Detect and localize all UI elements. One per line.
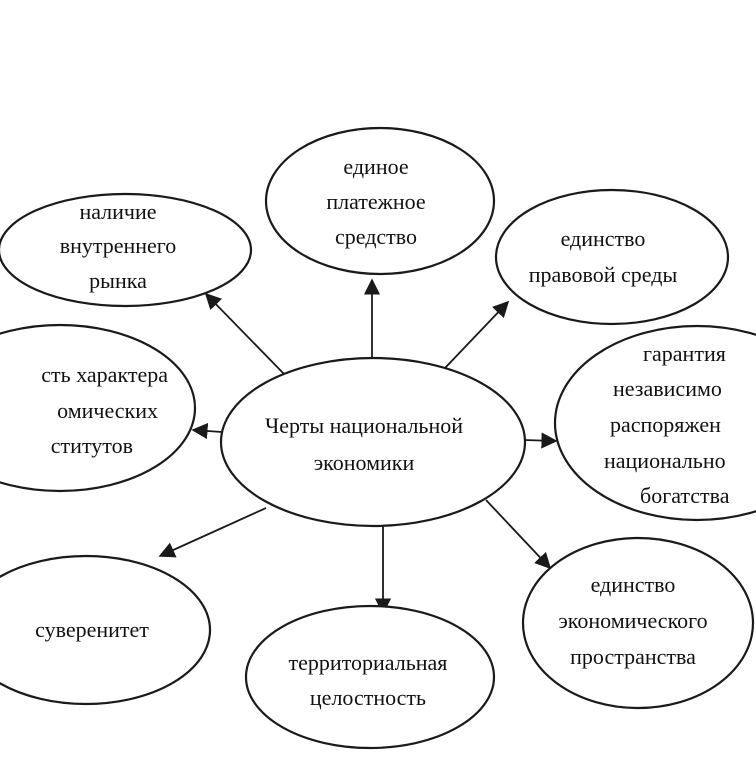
node-territory-line-1: территориальная [289,650,448,675]
node-economic-space-shape [521,536,755,710]
node-institutions-line-3: ститутов [51,433,133,458]
node-guarantee-line-2: независимо [613,376,722,401]
node-economic-space-line-2: экономического [558,608,707,633]
node-sovereignty-line-1: суверенитет [35,617,149,642]
node-institutions-shape [0,323,197,493]
node-economic-space-line-3: пространства [570,644,696,669]
node-market-line-2: внутреннего [60,233,177,258]
node-institutions: сть характера омических ститутов [0,323,197,493]
node-payment: единое платежное средство [264,126,496,276]
arrow-to-legal [444,300,510,369]
node-institutions-line-1: сть характера [41,362,168,387]
arrows [158,278,558,615]
node-payment-shape [264,126,496,276]
node-legal-line-1: единство [561,226,646,251]
node-guarantee-line-3: распоряжен [610,412,721,437]
node-center-shape [219,356,527,528]
node-territory-shape [244,604,496,750]
node-payment-line-2: платежное [326,189,425,214]
arrow-to-sovereignty [158,507,267,558]
arrow-to-guarantee [523,432,558,449]
node-territory: территориальная целостность [244,604,496,750]
node-guarantee-shape [553,324,756,522]
node-economic-space-line-1: единство [591,572,676,597]
node-payment-line-3: средство [335,224,417,249]
arrow-to-market [204,292,286,376]
node-legal: единство правовой среды [494,188,730,326]
node-economic-space: единство экономического пространства [521,536,755,710]
node-market-shape [0,192,253,308]
node-guarantee-line-1: гарантия [643,341,726,366]
node-sovereignty: суверенитет [0,554,212,706]
node-market: наличие внутреннего рынка [0,192,253,308]
node-territory-line-2: целостность [310,685,426,710]
arrow-to-institutions [191,422,223,440]
node-guarantee-line-5: богатства [640,483,730,508]
node-legal-shape [494,188,730,326]
node-guarantee: гарантия независимо распоряжен националь… [553,324,756,522]
arrow-to-economic-space [485,499,552,570]
node-payment-line-1: единое [343,154,408,179]
center-title-line-1: Черты национальной [265,413,463,438]
center-title-line-2: экономики [314,450,415,475]
node-legal-line-2: правовой среды [529,262,678,287]
node-institutions-line-2: омических [57,398,158,423]
node-sovereignty-shape [0,554,212,706]
node-guarantee-line-4: национально [604,448,726,473]
node-center: Черты национальной экономики [219,356,527,528]
node-market-line-3: рынка [89,268,147,293]
node-market-line-1: наличие [79,199,156,224]
